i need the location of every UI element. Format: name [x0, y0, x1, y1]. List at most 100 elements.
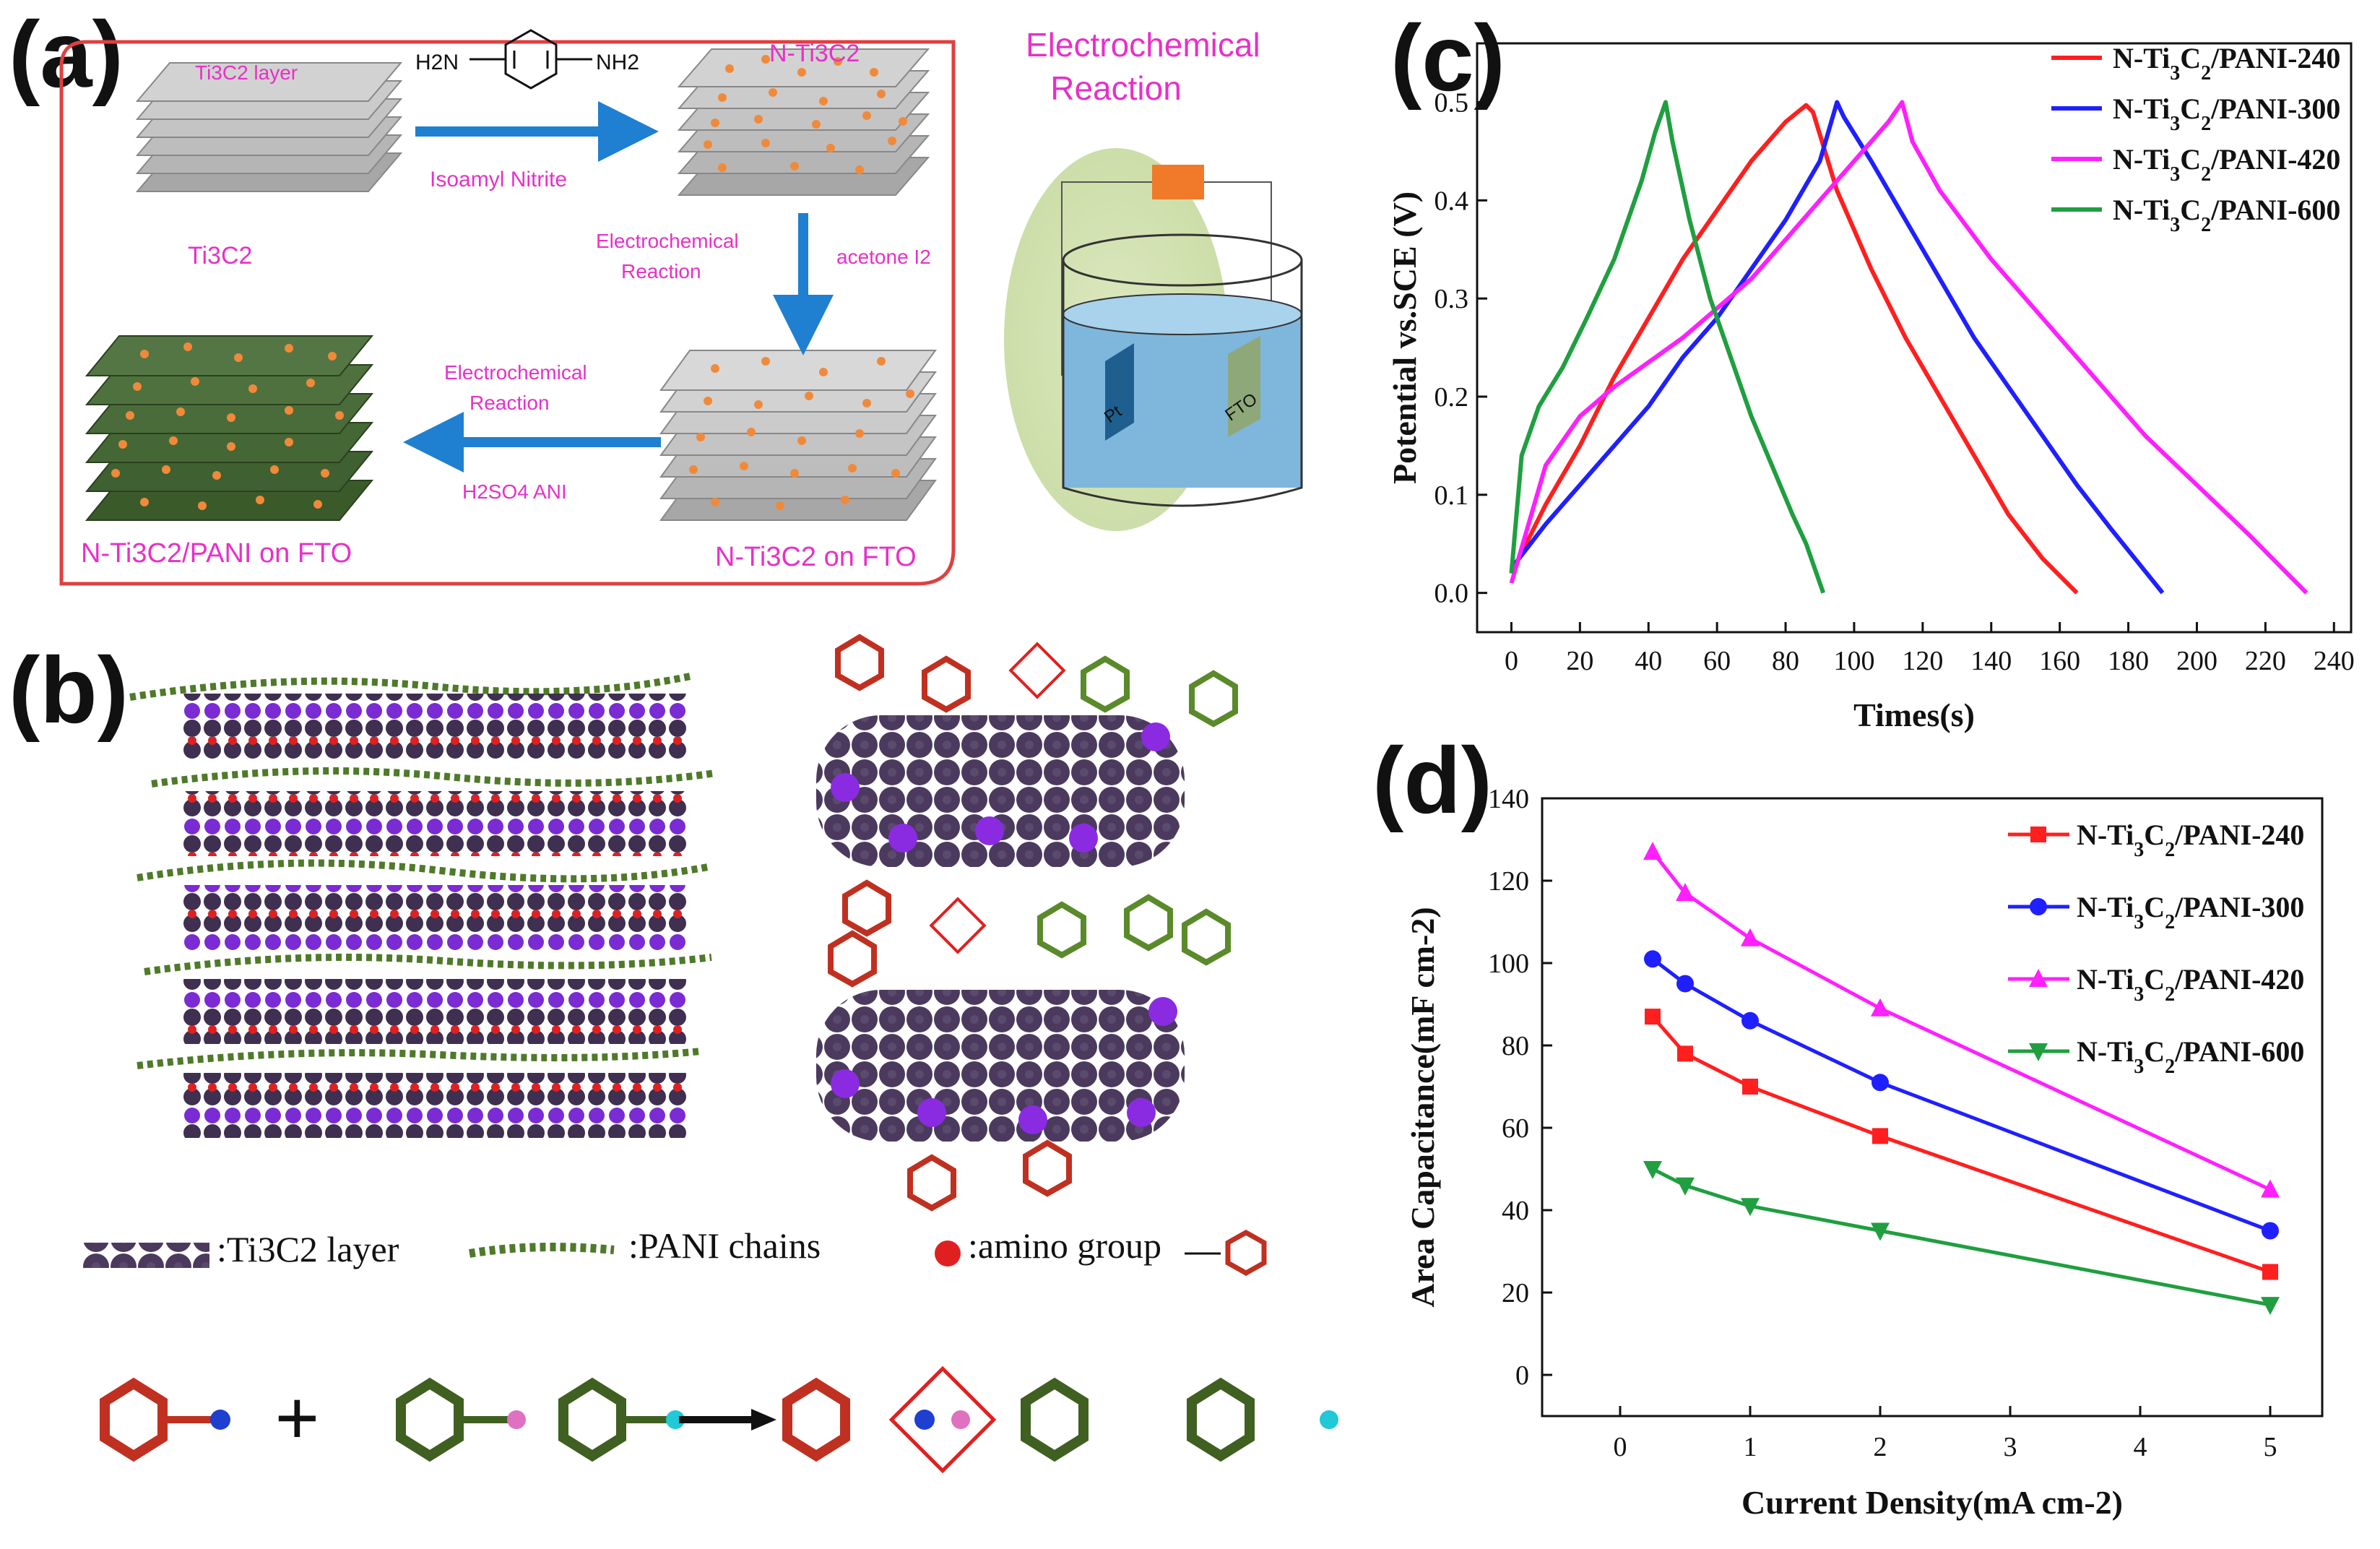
- data-point-2-2: [1741, 928, 1760, 946]
- y-tick-label: 0: [1515, 1360, 1529, 1391]
- data-point-0-1: [1677, 1045, 1693, 1062]
- legend-amino-text: :amino group: [968, 1225, 1162, 1266]
- y-tick-label: 120: [1488, 866, 1529, 897]
- reaction-label-1: Reaction: [621, 260, 701, 282]
- panel-label-c: (c): [1390, 5, 1505, 111]
- reaction-scheme: +: [100, 1365, 1338, 1474]
- x-tick-label: 140: [1970, 646, 2012, 676]
- data-point-0-2: [1742, 1079, 1758, 1095]
- x-tick-label: 0: [1614, 1432, 1627, 1462]
- data-point-2-3: [1871, 998, 1890, 1017]
- data-point-1-3: [1871, 1074, 1889, 1092]
- y-axis-label: Area Capacitance(mF cm-2): [1404, 907, 1441, 1307]
- legend-marker-0: [2030, 827, 2046, 842]
- data-point-3-2: [1741, 1198, 1760, 1217]
- stack-n-ti3c2: [677, 48, 930, 196]
- legend-label-1: N-Ti3C2/PANI-300: [2077, 891, 2304, 933]
- x-tick-label: 5: [2264, 1432, 2277, 1462]
- diamine-molecule: [469, 29, 592, 90]
- n-ti3c2-fto-label: N-Ti3C2 on FTO: [715, 542, 917, 572]
- ti3c2-layer-label: Ti3C2 layer: [195, 61, 298, 84]
- panel-b-illustration: +: [83, 634, 1338, 1474]
- cell-title-2: Reaction: [1050, 69, 1182, 107]
- series-line-2: [1509, 100, 2308, 595]
- h2so4-label: H2SO4 ANI: [462, 480, 567, 503]
- series-line-3: [1651, 1167, 2271, 1307]
- isoamyl-label: Isoamyl Nitrite: [430, 168, 568, 191]
- panel-a: Ti3C2 layer H2N NH2 Isoamyl Nitrite Ti3C…: [0, 0, 1372, 621]
- legend-label-0: N-Ti3C2/PANI-240: [2077, 819, 2304, 861]
- data-point-0-4: [2262, 1264, 2278, 1280]
- x-tick-label: 160: [2039, 646, 2080, 676]
- data-point-1-1: [1676, 975, 1694, 993]
- y-tick-label: 0.0: [1435, 579, 1469, 609]
- legend-label-2: N-Ti3C2/PANI-420: [2113, 143, 2340, 186]
- reaction-label-2: Reaction: [469, 392, 550, 414]
- data-point-1-4: [2262, 1222, 2279, 1240]
- x-axis-label: Times(s): [1853, 696, 1975, 733]
- legend-marker-3: [2029, 1043, 2048, 1061]
- legend-ti3c2-text: :Ti3C2 layer: [217, 1229, 399, 1269]
- diamine-left-label: H2N: [415, 51, 459, 74]
- data-point-2-1: [1676, 883, 1695, 902]
- data-point-0-3: [1872, 1128, 1888, 1144]
- x-tick-label: 220: [2245, 646, 2286, 676]
- data-point-1-0: [1644, 950, 1661, 968]
- plot-frame: [1476, 42, 2353, 634]
- data-point-1-2: [1741, 1011, 1759, 1030]
- x-tick-label: 120: [1902, 646, 1943, 676]
- data-point-3-0: [1643, 1161, 1662, 1179]
- legend-label-1: N-Ti3C2/PANI-300: [2113, 92, 2340, 135]
- slab-closeup: [816, 634, 1238, 1212]
- svg-text:+: +: [274, 1374, 320, 1462]
- y-tick-label: 40: [1502, 1196, 1529, 1226]
- legend-label-3: N-Ti3C2/PANI-600: [2113, 194, 2340, 236]
- x-tick-label: 4: [2134, 1432, 2147, 1462]
- electrochem-label-2: Electrochemical: [444, 361, 587, 384]
- ti3c2-label: Ti3C2: [188, 242, 253, 269]
- panel-label-a: (a): [9, 1, 124, 107]
- pani-chain-row: [129, 672, 716, 1069]
- series-line-1: [1510, 100, 2165, 595]
- y-tick-label: 100: [1488, 949, 1529, 979]
- y-tick-label: 20: [1502, 1278, 1529, 1308]
- panel-a-frame: [59, 40, 956, 586]
- y-tick-label: 60: [1502, 1113, 1529, 1144]
- legend-marker-2: [2029, 969, 2048, 987]
- x-tick-label: 200: [2176, 646, 2217, 676]
- data-point-3-4: [2261, 1297, 2280, 1316]
- x-tick-label: 3: [2004, 1432, 2017, 1462]
- n-ti3c2-pani-fto-label: N-Ti3C2/PANI on FTO: [81, 538, 352, 569]
- panel-b: + :Ti3C2 layer :PANI chains :amino group: [0, 621, 1372, 1545]
- x-tick-label: 100: [1833, 646, 1874, 676]
- n-ti3c2-label: N-Ti3C2: [769, 40, 860, 67]
- x-tick-label: 180: [2108, 646, 2149, 676]
- stack-n-ti3c2-pani-fto: [85, 335, 374, 521]
- y-tick-label: 0.2: [1435, 382, 1469, 413]
- data-point-3-3: [1871, 1222, 1890, 1241]
- data-point-3-1: [1676, 1177, 1695, 1196]
- series-line-3: [1509, 100, 1826, 594]
- panel-a-schematic: [59, 29, 1303, 586]
- legend-marker-1: [2030, 898, 2047, 915]
- y-axis-label: Potential vs.SCE (V): [1390, 191, 1423, 484]
- x-tick-label: 60: [1703, 646, 1731, 676]
- stack-ti3c2: [135, 62, 403, 192]
- layered-structure: [129, 672, 716, 1138]
- legend-label-2: N-Ti3C2/PANI-420: [2077, 963, 2304, 1006]
- data-point-0-0: [1645, 1009, 1661, 1025]
- electrochem-label-1: Electrochemical: [596, 230, 739, 252]
- acetone-label: acetone I2: [836, 246, 931, 268]
- plot-frame: [1541, 797, 2324, 1418]
- electrochemical-cell: [1061, 165, 1303, 507]
- x-tick-label: 0: [1505, 646, 1518, 676]
- x-tick-label: 80: [1772, 646, 1799, 676]
- y-tick-label: 80: [1502, 1031, 1529, 1061]
- legend-label-3: N-Ti3C2/PANI-600: [2077, 1035, 2304, 1078]
- series-line-0: [1509, 103, 2079, 595]
- panel-label-b: (b): [9, 637, 129, 743]
- legend-pani-text: :PANI chains: [628, 1225, 821, 1266]
- legend-icons: [83, 1229, 1267, 1277]
- x-tick-label: 2: [1874, 1432, 1887, 1462]
